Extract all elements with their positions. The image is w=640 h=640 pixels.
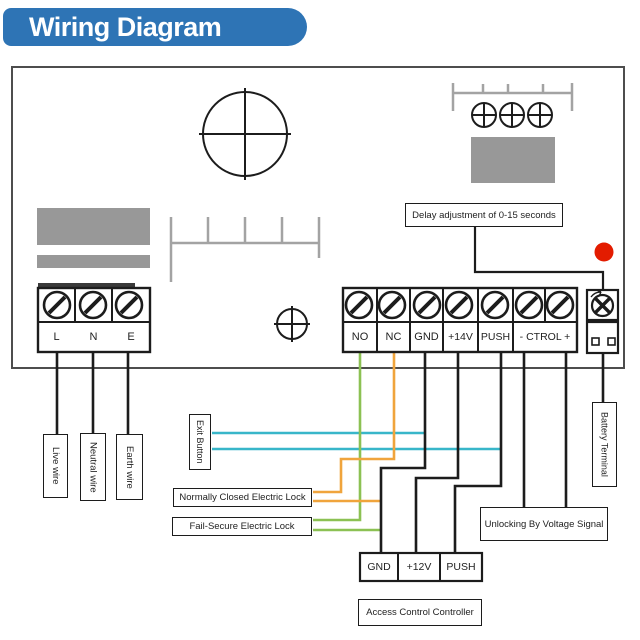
battery-connector <box>585 320 620 355</box>
rectifier-symbol <box>274 306 310 342</box>
wire-delay-pot <box>473 227 605 290</box>
neutral-wire-label: Neutral wire <box>80 433 106 501</box>
terminal-label-n: N <box>89 331 98 343</box>
wire-gnd <box>379 352 427 553</box>
wire-14v <box>414 352 460 553</box>
controller-terminal-gnd: GND <box>367 561 391 573</box>
heatsink-fins <box>169 217 321 282</box>
controller-terminal-strip <box>358 551 484 583</box>
heatsink-left <box>37 208 150 288</box>
wire-push <box>453 352 503 553</box>
terminal-label-l: L <box>53 331 60 343</box>
access-controller-label: Access Control Controller <box>358 599 482 626</box>
fail-secure-lock-label: Fail-Secure Electric Lock <box>172 517 312 536</box>
black-wires <box>55 227 605 553</box>
status-led <box>594 242 614 262</box>
psu-unit-box <box>11 66 625 369</box>
controller-terminal-push: PUSH <box>446 561 476 573</box>
terminal-label-e: E <box>127 331 135 343</box>
earth-wire-label: Earth wire <box>116 434 143 500</box>
transformer-symbol <box>199 88 291 180</box>
live-wire-label: Live wire <box>43 434 68 498</box>
terminal-label-14v: +14V <box>448 331 473 343</box>
mains-terminal-block <box>36 286 152 354</box>
terminal-label-gnd: GND <box>414 331 439 343</box>
delay-pot <box>585 288 620 322</box>
terminal-label-no: NO <box>351 331 369 343</box>
nc-lock-label: Normally Closed Electric Lock <box>173 488 312 507</box>
battery-terminal-label: Battery Terminal <box>592 402 617 487</box>
unlock-voltage-label: Unlocking By Voltage Signal <box>480 507 608 541</box>
page-title-text: Wiring Diagram <box>29 11 222 42</box>
wire-no-green <box>313 352 362 522</box>
terminal-label-push: PUSH <box>480 331 511 343</box>
heatsink-top-right <box>451 83 574 111</box>
terminal-label-nc: NC <box>385 331 402 343</box>
wire-nc-orange <box>313 352 396 494</box>
page-title: Wiring Diagram <box>3 8 307 46</box>
controller-terminal-12v: +12V <box>406 561 432 573</box>
relay-block <box>471 137 555 183</box>
terminal-label-ctrol: - CTROL + <box>519 331 571 343</box>
capacitor-bank <box>471 102 553 128</box>
mains-terminal-screws <box>42 290 144 320</box>
delay-note: Delay adjustment of 0-15 seconds <box>405 203 563 227</box>
exit-button-label: Exit Button <box>189 414 211 470</box>
output-terminal-screws <box>344 290 575 320</box>
